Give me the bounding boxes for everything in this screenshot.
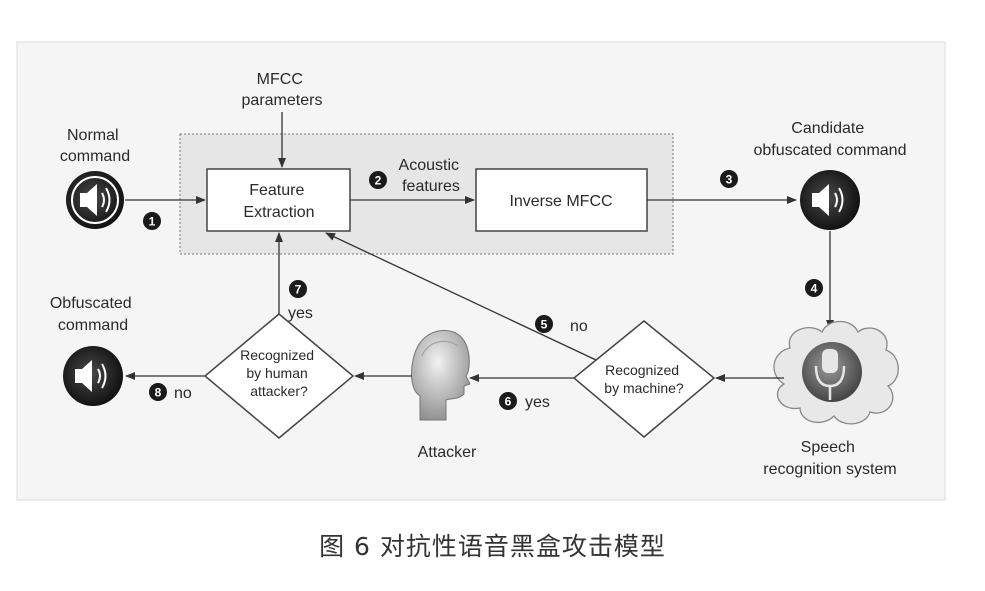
- attacker-label: Attacker: [418, 444, 477, 461]
- arrow-machine-no-to-fe: [325, 232, 597, 361]
- human-decision-diamond: [203, 313, 355, 439]
- normal-command-speaker-icon: [66, 171, 124, 229]
- svg-text:3: 3: [726, 173, 733, 187]
- mfcc-parameters-label: MFCC parameters: [242, 71, 323, 109]
- machine-decision-label: Recognized by machine?: [604, 362, 684, 396]
- svg-text:7: 7: [295, 283, 302, 297]
- step-badge-4: 4: [805, 279, 823, 297]
- figure-panel: [16, 41, 946, 501]
- step-badge-5: 5: [535, 315, 553, 333]
- step-badge-3: 3: [720, 170, 738, 188]
- step-badge-2: 2: [369, 171, 387, 189]
- step8-no-label: no: [174, 385, 192, 402]
- svg-text:6: 6: [505, 395, 512, 409]
- human-decision-label: Recognized by human attacker?: [240, 347, 318, 399]
- inverse-mfcc-label: Inverse MFCC: [509, 193, 612, 210]
- candidate-command-label: Candidate obfuscated command: [754, 120, 907, 159]
- obfuscated-command-speaker-icon: [63, 346, 123, 406]
- step6-yes-label: yes: [525, 394, 550, 411]
- attacker-head-icon: [411, 330, 471, 421]
- candidate-command-speaker-icon: [800, 170, 860, 230]
- svg-text:4: 4: [811, 282, 818, 296]
- svg-text:5: 5: [541, 318, 548, 332]
- svg-text:8: 8: [155, 386, 162, 400]
- microphone-icon: [802, 342, 862, 402]
- step-badge-8: 8: [149, 383, 167, 401]
- svg-text:2: 2: [375, 174, 382, 188]
- svg-text:1: 1: [149, 215, 156, 229]
- feature-extraction-box: [206, 168, 351, 232]
- step5-no-label: no: [570, 318, 588, 335]
- machine-decision-diamond: [572, 320, 716, 438]
- step-badge-6: 6: [499, 392, 517, 410]
- step-badge-1: 1: [143, 212, 161, 230]
- normal-command-label: Normal command: [60, 127, 130, 165]
- acoustic-features-label: Acoustic features: [399, 157, 464, 195]
- speech-recognition-label: Speech recognition system: [763, 439, 896, 478]
- inverse-mfcc-box: [475, 168, 648, 232]
- step7-yes-label: yes: [288, 305, 313, 322]
- feature-extraction-label: Feature Extraction: [243, 182, 314, 221]
- obfuscated-command-label: Obfuscated command: [50, 295, 136, 334]
- figure-caption: 图 6 对抗性语音黑盒攻击模型: [319, 532, 666, 561]
- step-badge-7: 7: [289, 280, 307, 298]
